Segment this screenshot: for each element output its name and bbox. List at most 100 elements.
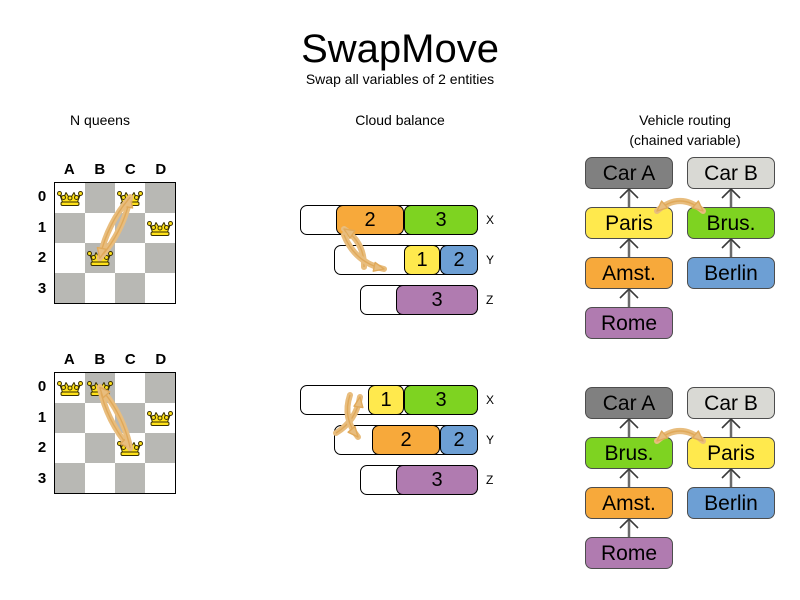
process-segment[interactable]: 2 — [336, 205, 404, 235]
queen-icon — [147, 411, 173, 426]
chessboard-before — [54, 182, 176, 304]
board-cell[interactable] — [145, 213, 175, 243]
board-cell[interactable] — [115, 373, 145, 403]
process-segment[interactable]: 2 — [372, 425, 440, 455]
board-cell[interactable] — [55, 463, 85, 493]
board-cell[interactable] — [85, 433, 115, 463]
board-rank-label-3: 3 — [37, 279, 47, 297]
board-file-label-a: A — [63, 161, 75, 178]
board-file-label-d: D — [155, 351, 167, 368]
board-file-label-c: C — [124, 161, 136, 178]
vrp-node-amst[interactable]: Amst. — [585, 487, 673, 519]
board-cell[interactable] — [85, 273, 115, 303]
process-segment[interactable]: 3 — [396, 465, 478, 495]
board-cell[interactable] — [55, 273, 85, 303]
board-cell[interactable] — [85, 463, 115, 493]
vrp-node-rome[interactable]: Rome — [585, 307, 673, 339]
vrp-node-brus[interactable]: Brus. — [687, 207, 775, 239]
chessboard-after — [54, 372, 176, 494]
board-cell[interactable] — [145, 403, 175, 433]
board-rank-label-0: 0 — [37, 378, 47, 396]
board-cell[interactable] — [115, 213, 145, 243]
computer-label-z: Z — [486, 293, 494, 307]
section-title-vehicle-routing: Vehicle routing (chained variable) — [629, 112, 741, 148]
board-file-label-a: A — [63, 351, 75, 368]
process-segment[interactable]: 3 — [404, 205, 478, 235]
vrp-node-cara[interactable]: Car A — [585, 387, 673, 419]
board-file-label-d: D — [155, 161, 167, 178]
vrp-node-berlin[interactable]: Berlin — [687, 257, 775, 289]
queen-icon — [57, 191, 83, 206]
queen-icon — [117, 191, 143, 206]
computer-label-y: Y — [486, 253, 495, 267]
vrp-node-paris[interactable]: Paris — [687, 437, 775, 469]
board-cell[interactable] — [55, 183, 85, 213]
board-cell[interactable] — [145, 273, 175, 303]
computer-label-x: X — [486, 393, 495, 407]
process-segment[interactable]: 3 — [404, 385, 478, 415]
board-file-label-b: B — [94, 161, 106, 178]
board-cell[interactable] — [85, 183, 115, 213]
board-cell[interactable] — [55, 433, 85, 463]
board-rank-label-3: 3 — [37, 469, 47, 487]
board-cell[interactable] — [115, 403, 145, 433]
section-title-nqueens: N queens — [70, 112, 130, 128]
board-cell[interactable] — [145, 243, 175, 273]
computer-label-x: X — [486, 213, 495, 227]
computer-label-z: Z — [486, 473, 494, 487]
board-cell[interactable] — [85, 403, 115, 433]
board-cell[interactable] — [145, 183, 175, 213]
board-cell[interactable] — [55, 373, 85, 403]
process-segment[interactable]: 1 — [404, 245, 440, 275]
nqueens-board-before: A B C D 0 1 2 3 — [10, 160, 200, 320]
vrp-node-cara[interactable]: Car A — [585, 157, 673, 189]
vrp-node-carb[interactable]: Car B — [687, 387, 775, 419]
board-cell[interactable] — [85, 213, 115, 243]
board-cell[interactable] — [115, 273, 145, 303]
vrp-node-amst[interactable]: Amst. — [585, 257, 673, 289]
board-rank-label-1: 1 — [37, 218, 47, 236]
vrp-node-brus[interactable]: Brus. — [585, 437, 673, 469]
board-cell[interactable] — [85, 373, 115, 403]
board-cell[interactable] — [55, 403, 85, 433]
computer-label-y: Y — [486, 433, 495, 447]
page-subtitle: Swap all variables of 2 entities — [305, 71, 495, 87]
process-segment[interactable]: 2 — [440, 425, 478, 455]
board-cell[interactable] — [115, 463, 145, 493]
board-cell[interactable] — [115, 243, 145, 273]
vrp-node-paris[interactable]: Paris — [585, 207, 673, 239]
process-segment[interactable]: 1 — [368, 385, 404, 415]
vrp-node-carb[interactable]: Car B — [687, 157, 775, 189]
vrp-node-rome[interactable]: Rome — [585, 537, 673, 569]
process-segment[interactable]: 2 — [440, 245, 478, 275]
board-cell[interactable] — [145, 463, 175, 493]
board-rank-label-0: 0 — [37, 188, 47, 206]
board-file-label-c: C — [124, 351, 136, 368]
vrp-node-berlin[interactable]: Berlin — [687, 487, 775, 519]
queen-icon — [57, 381, 83, 396]
board-cell[interactable] — [145, 433, 175, 463]
board-cell[interactable] — [145, 373, 175, 403]
board-cell[interactable] — [85, 243, 115, 273]
board-cell[interactable] — [115, 433, 145, 463]
page-title: SwapMove — [301, 27, 499, 71]
board-cell[interactable] — [55, 213, 85, 243]
board-file-label-b: B — [94, 351, 106, 368]
process-segment[interactable]: 3 — [396, 285, 478, 315]
board-cell[interactable] — [55, 243, 85, 273]
board-rank-label-2: 2 — [37, 439, 47, 457]
board-rank-label-2: 2 — [37, 249, 47, 267]
board-cell[interactable] — [115, 183, 145, 213]
